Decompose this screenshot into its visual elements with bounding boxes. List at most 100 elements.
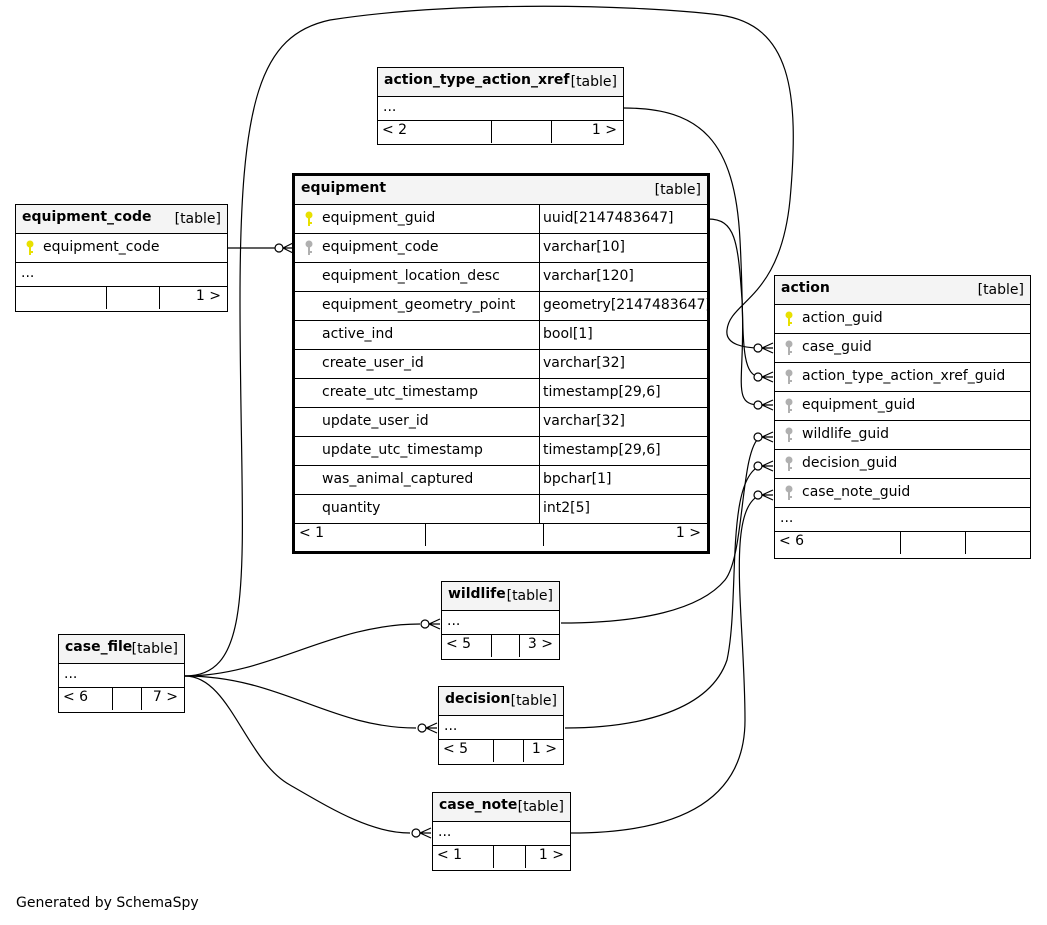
children-count[interactable]: 1 >	[195, 288, 221, 304]
children-count[interactable]: 3 >	[527, 636, 553, 652]
column-name: case_note_guid	[802, 484, 911, 500]
table-footer: < 5 3 >	[442, 635, 559, 657]
ellipsis-text: ...	[438, 824, 452, 840]
column-row: quantity int2[5]	[295, 495, 707, 524]
table-action[interactable]: action [table] action_guid case_guid actio…	[774, 275, 1031, 559]
parents-count[interactable]: < 1	[299, 525, 325, 541]
footer-divider	[493, 740, 494, 762]
column-name: decision_guid	[802, 455, 898, 471]
foreign-key-icon	[785, 340, 793, 355]
table-name: case_file	[65, 639, 133, 655]
parents-count[interactable]: < 6	[63, 689, 89, 705]
table-kind: [table]	[510, 693, 557, 709]
column-name: update_user_id	[322, 413, 429, 429]
children-count[interactable]: 1 >	[675, 525, 701, 541]
column-name: quantity	[322, 500, 381, 516]
footer-divider	[112, 688, 113, 710]
marker-equipment-guid	[753, 399, 774, 411]
more-columns: ...	[378, 97, 623, 121]
parents-count[interactable]: < 1	[437, 847, 463, 863]
column-name: equipment_location_desc	[322, 268, 500, 284]
table-case-file[interactable]: case_file [table] ... < 6 7 >	[58, 634, 185, 713]
marker-case-note-guid	[753, 489, 774, 501]
edge-case-file-to-case-note	[184, 675, 411, 834]
children-count[interactable]: 1 >	[591, 122, 617, 138]
column-name: equipment_code	[43, 239, 160, 255]
footer-divider	[525, 846, 526, 868]
table-footer: < 1 1 >	[433, 846, 570, 868]
table-kind: [table]	[174, 211, 221, 227]
column-type: varchar[10]	[543, 239, 625, 255]
column-name: equipment_guid	[802, 397, 916, 413]
table-footer: < 2 1 >	[378, 121, 623, 143]
footer-divider	[106, 287, 107, 309]
table-kind: [table]	[654, 182, 701, 198]
column-row: case_guid	[775, 334, 1030, 363]
table-name: action	[781, 280, 830, 296]
column-name: action_guid	[802, 310, 883, 326]
table-footer: < 1 1 >	[295, 524, 707, 546]
footer-divider	[519, 635, 520, 657]
column-name: create_user_id	[322, 355, 424, 371]
table-kind: [table]	[517, 799, 564, 815]
parents-count[interactable]: < 5	[443, 741, 469, 757]
edge-case-file-to-action	[184, 5, 794, 677]
table-case-note[interactable]: case_note [table] ... < 1 1 >	[432, 792, 571, 871]
column-type: int2[5]	[543, 500, 590, 516]
parents-count[interactable]: < 6	[779, 533, 805, 549]
parents-count[interactable]: < 5	[446, 636, 472, 652]
edge-case-file-to-wildlife	[184, 623, 421, 677]
ellipsis-text: ...	[444, 718, 458, 734]
column-row: equipment_code	[16, 234, 227, 263]
generated-by-credit: Generated by SchemaSpy	[16, 895, 199, 911]
column-type: varchar[32]	[543, 413, 625, 429]
footer-divider	[965, 532, 966, 554]
marker-case-note	[411, 827, 432, 839]
table-header: case_note [table]	[433, 793, 570, 822]
children-count[interactable]: 1 >	[538, 847, 564, 863]
column-divider	[539, 263, 540, 291]
column-divider	[539, 437, 540, 465]
column-divider	[539, 495, 540, 523]
more-columns: ...	[442, 611, 559, 635]
footer-divider	[491, 635, 492, 657]
marker-equipment-code	[274, 242, 294, 254]
table-action-type-action-xref[interactable]: action_type_action_xref [table] ... < 2 …	[377, 67, 624, 145]
children-count[interactable]: 1 >	[531, 741, 557, 757]
column-type: uuid[2147483647]	[543, 210, 674, 226]
column-row: action_guid	[775, 305, 1030, 334]
edge-wildlife-to-action	[560, 436, 761, 624]
column-type: timestamp[29,6]	[543, 442, 661, 458]
column-type: geometry[2147483647]	[543, 297, 711, 313]
edge-equipment-to-action	[707, 218, 761, 406]
table-header: wildlife [table]	[442, 582, 559, 611]
parents-count[interactable]: < 2	[382, 122, 408, 138]
column-row: update_user_id varchar[32]	[295, 408, 707, 437]
column-type: varchar[32]	[543, 355, 625, 371]
primary-key-icon	[785, 311, 793, 326]
more-columns: ...	[433, 822, 570, 846]
ellipsis-text: ...	[447, 613, 461, 629]
edge-case-file-to-decision	[184, 675, 417, 729]
column-type: bool[1]	[543, 326, 593, 342]
marker-case-guid	[753, 342, 774, 354]
footer-divider	[900, 532, 901, 554]
more-columns: ...	[439, 716, 563, 740]
footer-divider	[523, 740, 524, 762]
foreign-key-icon	[785, 398, 793, 413]
table-header: action [table]	[775, 276, 1030, 305]
table-decision[interactable]: decision [table] ... < 5 1 >	[438, 686, 564, 765]
table-equipment-code[interactable]: equipment_code [table] equipment_code ..…	[15, 204, 228, 312]
table-wildlife[interactable]: wildlife [table] ... < 5 3 >	[441, 581, 560, 660]
children-count[interactable]: 7 >	[152, 689, 178, 705]
footer-divider	[551, 121, 552, 143]
column-type: bpchar[1]	[543, 471, 612, 487]
column-name: was_animal_captured	[322, 471, 474, 487]
